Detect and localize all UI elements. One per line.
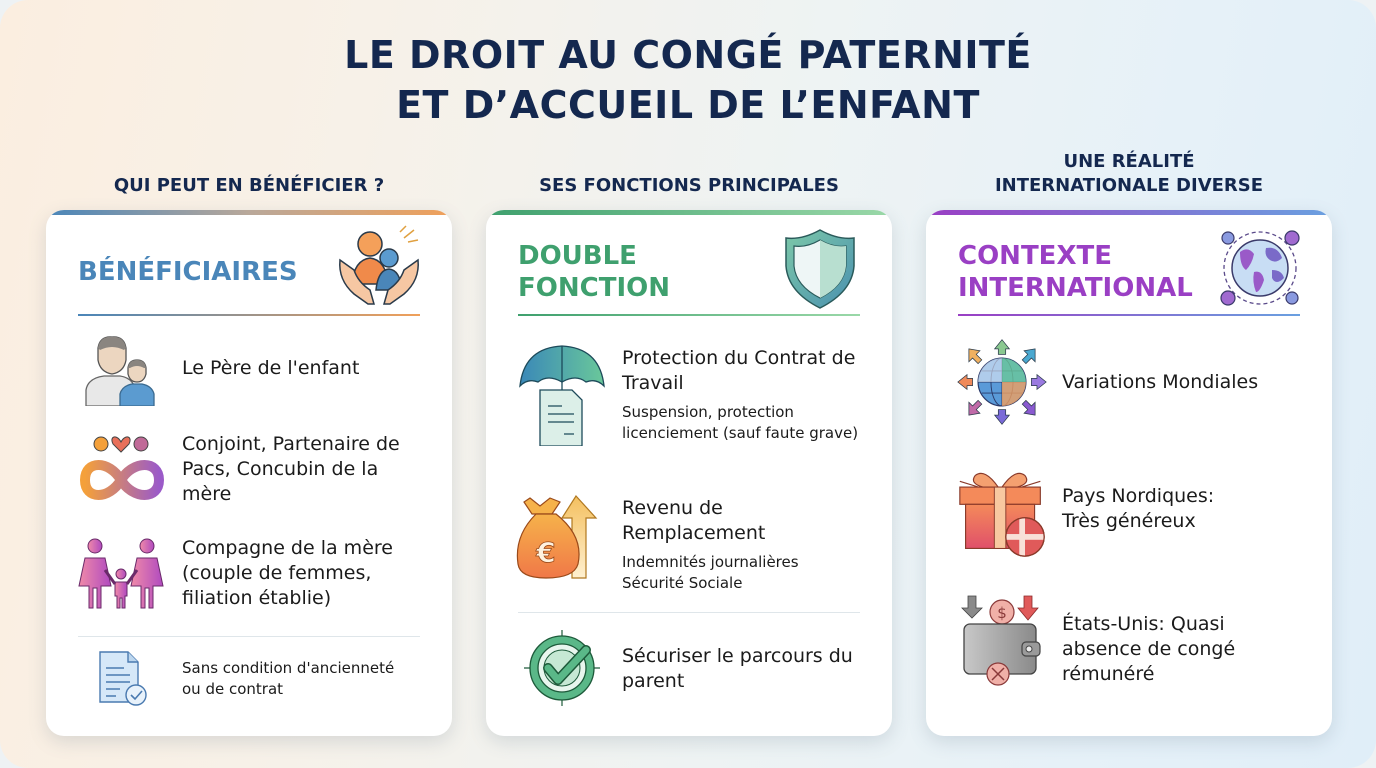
svg-text:€: € bbox=[535, 536, 555, 569]
card-beneficiaires: BÉNÉFICIAIRES L bbox=[46, 210, 452, 736]
card-divider bbox=[518, 612, 860, 613]
card-accent-bar bbox=[46, 210, 452, 215]
footer-text: Sans condition d'ancienneté ou de contra… bbox=[182, 659, 395, 698]
card-accent-bar bbox=[926, 210, 1332, 215]
target-check-icon bbox=[524, 630, 600, 706]
column-heading-fonctions: SES FONCTIONS PRINCIPALES bbox=[486, 174, 892, 198]
card-accent-bar bbox=[486, 210, 892, 215]
card-title-line-2: INTERNATIONAL bbox=[958, 273, 1193, 303]
heading-line-1: UNE RÉALITÉ bbox=[1063, 151, 1195, 172]
shield-icon bbox=[785, 229, 855, 309]
item-text: Conjoint, Partenaire de Pacs, Concubin d… bbox=[182, 433, 400, 505]
hands-holding-people-icon bbox=[339, 225, 419, 305]
card-title: BÉNÉFICIAIRES bbox=[78, 257, 298, 287]
linked-couple-heart-icon bbox=[79, 436, 165, 500]
title-line-2: ET D’ACCUEIL DE L’ENFANT bbox=[396, 83, 980, 127]
item-subtitle: Suspension, protection licenciement (sau… bbox=[622, 403, 859, 442]
item-text: Le Père de l'enfant bbox=[182, 357, 360, 379]
father-child-icon bbox=[85, 336, 155, 406]
page-title: LE DROIT AU CONGÉ PATERNITÉ ET D’ACCUEIL… bbox=[0, 30, 1376, 130]
card-contexte-international: CONTEXTE INTERNATIONAL bbox=[926, 210, 1332, 736]
card-title-line-1: DOUBLE bbox=[518, 241, 637, 271]
heading-text: SES FONCTIONS PRINCIPALES bbox=[539, 175, 839, 196]
gift-denmark-flag-icon bbox=[959, 472, 1045, 557]
list-item: Le Père de l'enfant bbox=[76, 334, 432, 406]
column-heading-international: UNE RÉALITÉ INTERNATIONALE DIVERSE bbox=[926, 150, 1332, 198]
item-text: Pays Nordiques: Très généreux bbox=[1062, 485, 1215, 532]
card-divider bbox=[78, 636, 420, 637]
item-title: Revenu de Remplacement bbox=[622, 497, 766, 544]
card-title-line-1: CONTEXTE bbox=[958, 241, 1112, 271]
umbrella-document-icon bbox=[519, 345, 605, 446]
column-heading-beneficiaires: QUI PEUT EN BÉNÉFICIER ? bbox=[46, 174, 452, 198]
list-item: Conjoint, Partenaire de Pacs, Concubin d… bbox=[76, 430, 432, 507]
money-bag-euro-icon: € bbox=[516, 495, 598, 579]
list-item: Compagne de la mère (couple de femmes, f… bbox=[76, 536, 432, 612]
card-title: CONTEXTE INTERNATIONAL bbox=[958, 240, 1193, 304]
card-double-fonction: DOUBLE FONCTION Prot bbox=[486, 210, 892, 736]
heading-line-2: INTERNATIONALE DIVERSE bbox=[994, 175, 1264, 196]
two-women-child-icon bbox=[78, 538, 164, 609]
list-item: Variations Mondiales bbox=[956, 334, 1312, 430]
item-text: Compagne de la mère (couple de femmes, f… bbox=[182, 537, 393, 609]
card-title-line-2: FONCTION bbox=[518, 273, 670, 303]
item-text: États-Unis: Quasi absence de congé rémun… bbox=[1062, 613, 1236, 685]
footer-item: Sans condition d'ancienneté ou de contra… bbox=[76, 650, 432, 708]
svg-text:$: $ bbox=[997, 604, 1007, 622]
item-title: Protection du Contrat de Travail bbox=[622, 347, 856, 394]
list-item: Protection du Contrat de Travail Suspens… bbox=[516, 342, 872, 446]
list-item: € Revenu de Remplacement Indemnités jour… bbox=[516, 492, 872, 594]
title-line-1: LE DROIT AU CONGÉ PATERNITÉ bbox=[344, 33, 1032, 77]
card-divider bbox=[518, 314, 860, 316]
globe-network-icon bbox=[1220, 230, 1300, 306]
item-subtitle: Indemnités journalières Sécurité Sociale bbox=[622, 553, 799, 592]
footer-item: Sécuriser le parcours du parent bbox=[516, 628, 872, 708]
list-item: $ États-Unis: Quasi absence de congé rém… bbox=[956, 594, 1312, 687]
item-text: Variations Mondiales bbox=[1062, 371, 1259, 393]
document-check-icon bbox=[99, 651, 147, 706]
list-item: Pays Nordiques: Très généreux bbox=[956, 466, 1312, 558]
card-divider bbox=[78, 314, 420, 316]
card-title: DOUBLE FONCTION bbox=[518, 240, 670, 304]
empty-wallet-icon: $ bbox=[961, 595, 1041, 686]
footer-text: Sécuriser le parcours du parent bbox=[622, 645, 853, 692]
card-divider bbox=[958, 314, 1300, 316]
globe-arrows-icon bbox=[957, 339, 1047, 425]
heading-text: QUI PEUT EN BÉNÉFICIER ? bbox=[113, 175, 385, 196]
